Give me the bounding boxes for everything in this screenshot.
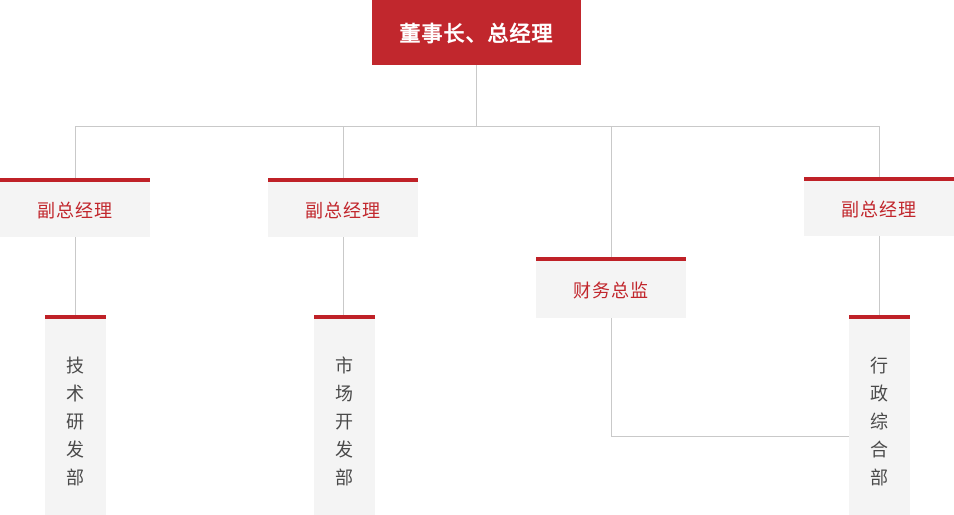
node-cfo[interactable]: 财务总监 [536, 257, 686, 318]
node-chairman-general-manager[interactable]: 董事长、总经理 [372, 0, 581, 65]
connector-vp-1-to-dept-rnd [75, 237, 76, 316]
node-label: 副总经理 [305, 200, 381, 222]
node-label-char: 部 [335, 467, 354, 489]
node-department-administration[interactable]: 行 政 综 合 部 [849, 315, 910, 515]
connector-vp-3-to-dept-admin [879, 236, 880, 316]
node-label-char: 行 [870, 356, 889, 377]
node-label: 董事长、总经理 [399, 21, 554, 46]
connector-bus [75, 126, 880, 127]
node-label-char: 开 [335, 411, 354, 433]
node-label-char: 场 [335, 383, 354, 405]
node-label-char: 市 [335, 356, 354, 377]
node-label: 财务总监 [573, 280, 649, 302]
connector-root-to-bus [476, 65, 477, 126]
connector-cfo-drop [611, 318, 612, 437]
connector-cfo-to-dept-admin [611, 436, 850, 437]
node-label-char: 政 [870, 383, 889, 405]
node-label-char: 合 [870, 439, 889, 461]
connector-bus-to-cfo [611, 126, 612, 257]
node-label-vertical: 行 政 综 合 部 [870, 353, 889, 492]
node-vice-general-manager-1[interactable]: 副总经理 [0, 178, 150, 237]
connector-bus-to-vp-3 [879, 126, 880, 177]
connector-bus-to-vp-2 [343, 126, 344, 178]
node-vice-general-manager-3[interactable]: 副总经理 [804, 177, 954, 236]
connector-bus-to-vp-1 [75, 126, 76, 178]
node-label-char: 部 [66, 467, 85, 489]
node-department-rnd[interactable]: 技 术 研 发 部 [45, 315, 106, 515]
node-label-char: 部 [870, 467, 889, 489]
node-label-vertical: 市 场 开 发 部 [335, 353, 354, 492]
node-label-char: 术 [66, 383, 85, 405]
node-label-char: 技 [66, 356, 85, 377]
node-department-market[interactable]: 市 场 开 发 部 [314, 315, 375, 515]
node-label-char: 研 [66, 411, 85, 433]
node-label: 副总经理 [37, 200, 113, 222]
node-label-char: 综 [870, 411, 889, 433]
connector-vp-2-to-dept-mkt [343, 237, 344, 316]
node-vice-general-manager-2[interactable]: 副总经理 [268, 178, 418, 237]
node-label-char: 发 [66, 439, 85, 461]
node-label: 副总经理 [841, 199, 917, 221]
node-label-char: 发 [335, 439, 354, 461]
node-label-vertical: 技 术 研 发 部 [66, 353, 85, 492]
